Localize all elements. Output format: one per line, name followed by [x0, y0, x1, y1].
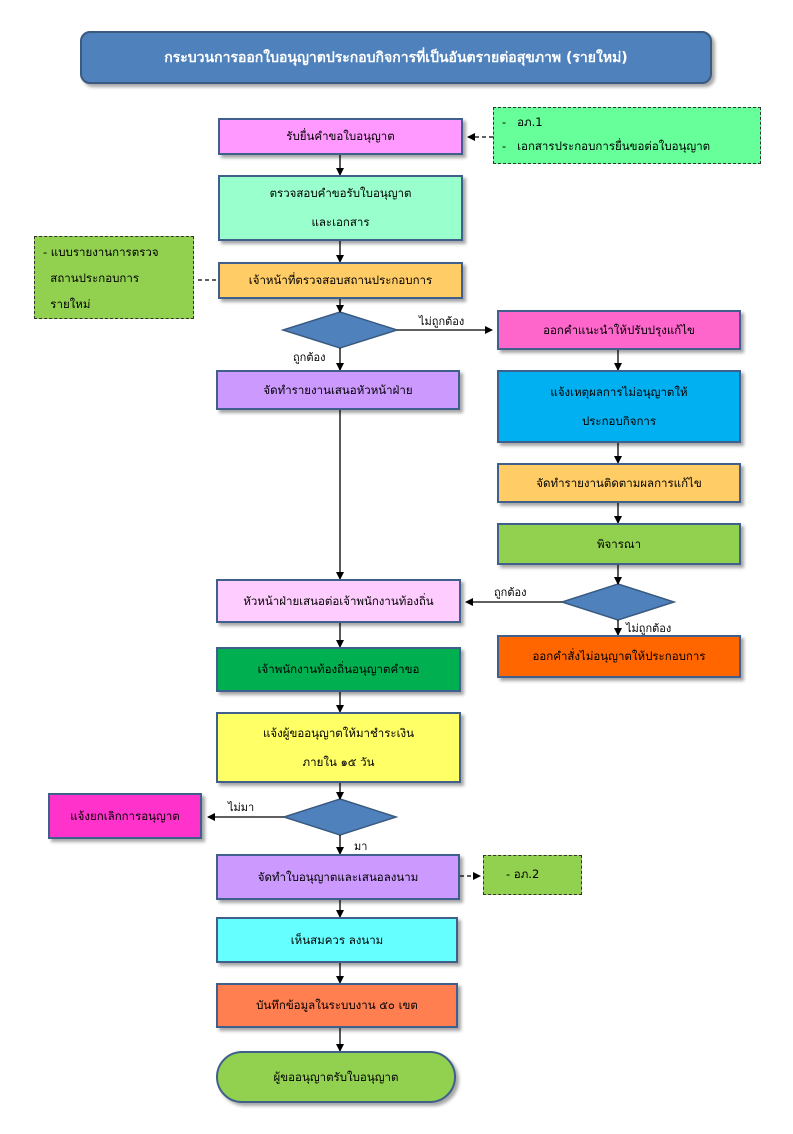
text-line: แจ้งยกเลิกการอนุญาต	[70, 808, 180, 823]
step-officer-approves: เจ้าพนักงานท้องถิ่นอนุญาตคำขอ	[216, 647, 461, 692]
step-head-proposes-to-officer: หัวหน้าฝ่ายเสนอต่อเจ้าพนักงานท้องถิ่น	[216, 579, 461, 623]
step-record-system-text: บันทึกข้อมูลในระบบงาน ๕๐ เขต	[256, 991, 418, 1020]
label-d3-come: มา	[354, 840, 368, 853]
step-officer-inspection-text: เจ้าหน้าที่ตรวจสอบสถานประกอบการ	[249, 266, 432, 295]
text-line: พิจารณา	[596, 536, 642, 551]
text-line: ประกอบกิจการ	[581, 413, 657, 428]
step-check-application-documents-text: ตรวจสอบคำขอรับใบอนุญาตและเอกสาร	[270, 179, 412, 237]
label-d3-not-come: ไม่มา	[228, 801, 255, 814]
text-line: ผู้ขออนุญาตรับใบอนุญาต	[273, 1069, 399, 1084]
step-notify-payment-text: แจ้งผู้ขออนุญาตให้มาชำระเงินภายใน ๑๕ วัน	[263, 719, 414, 777]
text-line: รับยื่นคำขอใบอนุญาต	[286, 129, 395, 143]
step-advise-improvement-text: ออกคำแนะนำให้ปรับปรุงแก้ไข	[543, 316, 695, 345]
step-follow-up-report: จัดทำรายงานติดตามผลการแก้ไข	[497, 463, 741, 503]
text-line: ออกคำแนะนำให้ปรับปรุงแก้ไข	[543, 322, 695, 337]
note-required-forms-text: - อภ.1 - เอกสารประกอบการยื่นขอต่อใบอนุญาต	[502, 110, 752, 158]
end-applicant-receives-license-text: ผู้ขออนุญาตรับใบอนุญาต	[274, 1063, 399, 1092]
text-line: และเอกสาร	[311, 215, 370, 229]
chart-title: กระบวนการออกใบอนุญาตประกอบกิจการที่เป็นอ…	[80, 31, 712, 84]
text-line: หัวหน้าฝ่ายเสนอต่อเจ้าพนักงานท้องถิ่น	[243, 593, 434, 608]
step-head-proposes-to-officer-text: หัวหน้าฝ่ายเสนอต่อเจ้าพนักงานท้องถิ่น	[243, 587, 433, 616]
step-deny-order: ออกคำสั่งไม่อนุญาตให้ประกอบการ	[497, 635, 741, 678]
step-follow-up-report-text: จัดทำรายงานติดตามผลการแก้ไข	[536, 469, 701, 498]
step-approve-sign-text: เห็นสมควร ลงนาม	[291, 926, 384, 955]
note-required-forms: - อภ.1 - เอกสารประกอบการยื่นขอต่อใบอนุญาต	[493, 107, 761, 164]
text-line: จัดทำรายงานเสนอหัวหน้าฝ่าย	[263, 382, 413, 397]
label-d1-not-correct: ไม่ถูกต้อง	[419, 315, 465, 328]
text-line: บันทึกข้อมูลในระบบงาน ๕๐ เขต	[256, 998, 418, 1012]
note-inspection-form-text: - แบบรายงานการตรวจ สถานประกอบการ รายใหม่	[43, 239, 185, 317]
step-consider-text: พิจารณา	[597, 530, 641, 559]
text-line: - แบบรายงานการตรวจ	[43, 245, 159, 259]
decision-diamond-inspection	[280, 311, 400, 349]
step-officer-inspection: เจ้าหน้าที่ตรวจสอบสถานประกอบการ	[218, 262, 463, 299]
step-check-application-documents: ตรวจสอบคำขอรับใบอนุญาตและเอกสาร	[218, 175, 463, 241]
text-line: - อภ.1	[502, 115, 543, 129]
decision-diamond-consideration	[559, 583, 677, 621]
text-line: ออกคำสั่งไม่อนุญาตให้ประกอบการ	[532, 649, 706, 663]
decision-diamond-payment	[281, 798, 399, 836]
step-prepare-license: จัดทำใบอนุญาตและเสนอลงนาม	[216, 854, 460, 900]
step-deny-order-text: ออกคำสั่งไม่อนุญาตให้ประกอบการ	[532, 642, 705, 671]
step-receive-application: รับยื่นคำขอใบอนุญาต	[218, 118, 463, 155]
text-line: สถานประกอบการ	[43, 271, 140, 285]
text-line: - เอกสารประกอบการยื่นขอต่อใบอนุญาต	[502, 139, 711, 153]
text-line: - อภ.2	[506, 867, 540, 881]
step-prepare-license-text: จัดทำใบอนุญาตและเสนอลงนาม	[258, 863, 419, 892]
text-line: แจ้งผู้ขออนุญาตให้มาชำระเงิน	[262, 725, 415, 740]
label-d2-not-correct: ไม่ถูกต้อง	[626, 622, 672, 635]
step-notify-reason-denial: แจ้งเหตุผลการไม่อนุญาตให้ประกอบกิจการ	[497, 370, 741, 443]
step-advise-improvement: ออกคำแนะนำให้ปรับปรุงแก้ไข	[497, 310, 741, 350]
step-record-system: บันทึกข้อมูลในระบบงาน ๕๐ เขต	[216, 983, 458, 1028]
text-line: จัดทำใบอนุญาตและเสนอลงนาม	[257, 869, 419, 884]
note-inspection-form: - แบบรายงานการตรวจ สถานประกอบการ รายใหม่	[34, 236, 194, 319]
step-notify-reason-denial-text: แจ้งเหตุผลการไม่อนุญาตให้ประกอบกิจการ	[550, 378, 687, 436]
step-cancel-license-text: แจ้งยกเลิกการอนุญาต	[70, 802, 180, 831]
step-cancel-license: แจ้งยกเลิกการอนุญาต	[48, 793, 202, 839]
step-report-to-head: จัดทำรายงานเสนอหัวหน้าฝ่าย	[216, 370, 460, 410]
text-line: รายใหม่	[43, 297, 91, 311]
text-line: จัดทำรายงานติดตามผลการแก้ไข	[536, 475, 702, 490]
note-form-2-text: - อภ.2	[506, 858, 573, 890]
end-applicant-receives-license: ผู้ขออนุญาตรับใบอนุญาต	[216, 1051, 456, 1103]
step-notify-payment: แจ้งผู้ขออนุญาตให้มาชำระเงินภายใน ๑๕ วัน	[216, 712, 461, 783]
text-line: เห็นสมควร ลงนาม	[290, 932, 384, 947]
step-approve-sign: เห็นสมควร ลงนาม	[216, 917, 458, 963]
note-form-2: - อภ.2	[483, 855, 582, 895]
label-d1-correct: ถูกต้อง	[293, 351, 326, 364]
step-officer-approves-text: เจ้าพนักงานท้องถิ่นอนุญาตคำขอ	[258, 655, 420, 684]
text-line: เจ้าหน้าที่ตรวจสอบสถานประกอบการ	[248, 273, 433, 287]
text-line: เจ้าพนักงานท้องถิ่นอนุญาตคำขอ	[257, 662, 420, 676]
text-line: ภายใน ๑๕ วัน	[302, 754, 375, 769]
step-report-to-head-text: จัดทำรายงานเสนอหัวหน้าฝ่าย	[263, 376, 412, 405]
step-receive-application-text: รับยื่นคำขอใบอนุญาต	[286, 122, 394, 151]
text-line: ตรวจสอบคำขอรับใบอนุญาต	[269, 186, 412, 200]
step-consider: พิจารณา	[497, 523, 741, 565]
text-line: แจ้งเหตุผลการไม่อนุญาตให้	[550, 384, 688, 399]
label-d2-correct: ถูกต้อง	[494, 586, 527, 599]
